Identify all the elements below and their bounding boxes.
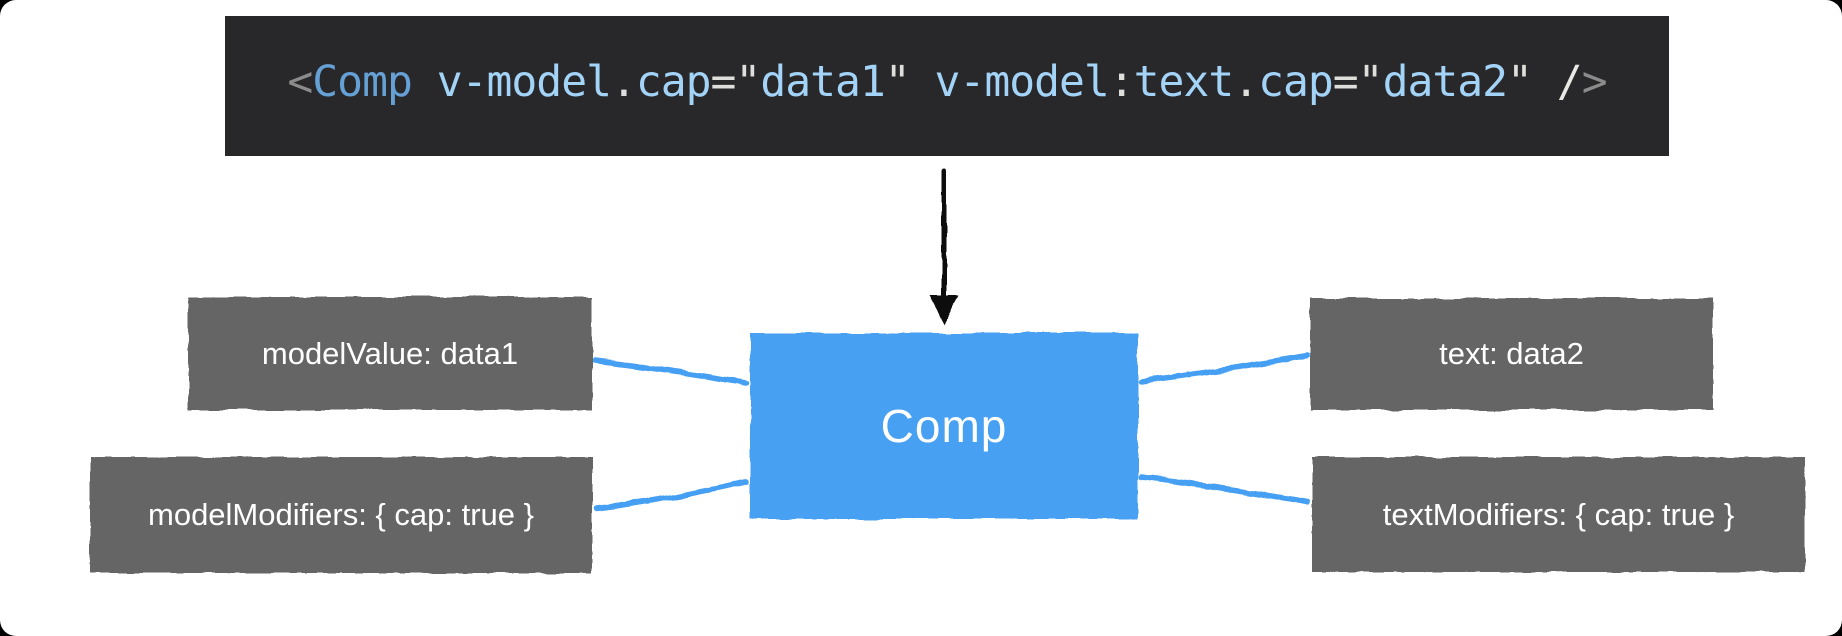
code-token: text [1133,56,1235,107]
prop-box-modelvalue [188,297,592,410]
prop-label-text: text: data2 [1439,336,1584,371]
code-token [910,57,935,107]
prop-box-text [1310,298,1713,410]
prop-label-modelmodifiers: modelModifiers: { cap: true } [148,497,534,532]
prop-box-textmodifiers [1312,457,1805,572]
code-token [412,57,437,107]
code-token: . [610,56,637,107]
connector-modelvalue [591,358,749,386]
code-token: data2 [1382,56,1508,107]
component-box [750,333,1138,519]
prop-label-textmodifiers: textModifiers: { cap: true } [1382,496,1735,532]
code-token: . [1233,56,1259,107]
code-token: v-model [436,56,612,107]
code-token: < [287,56,313,107]
code-token: " [735,56,761,107]
code-snippet-block: <Comp v-model.cap="data1" v-model:text.c… [225,16,1669,156]
code-token [1532,57,1557,107]
component-label: Comp [880,400,1008,452]
down-arrow-head [929,296,959,324]
code-line: <Comp v-model.cap="data1" v-model:text.c… [287,60,1607,104]
code-token: = [710,56,737,107]
code-token: cap [635,56,712,107]
connector-text [1138,353,1310,384]
code-token: " [1357,56,1384,107]
code-token: : [1108,56,1135,107]
code-token: > [1581,56,1608,107]
down-arrow-icon [929,168,959,324]
connector-textmodifiers [1138,474,1310,505]
code-token: data1 [760,56,885,107]
prop-box-modelmodifiers [90,457,592,573]
code-token: " [884,56,911,107]
code-token: / [1556,56,1583,107]
code-token: v-model [934,56,1110,107]
code-token: cap [1258,56,1334,107]
code-token: " [1507,56,1533,107]
code-token: Comp [312,56,413,107]
connector-modelmodifiers [593,479,749,512]
code-token: = [1332,56,1359,107]
prop-label-modelvalue: modelValue: data1 [261,335,519,371]
